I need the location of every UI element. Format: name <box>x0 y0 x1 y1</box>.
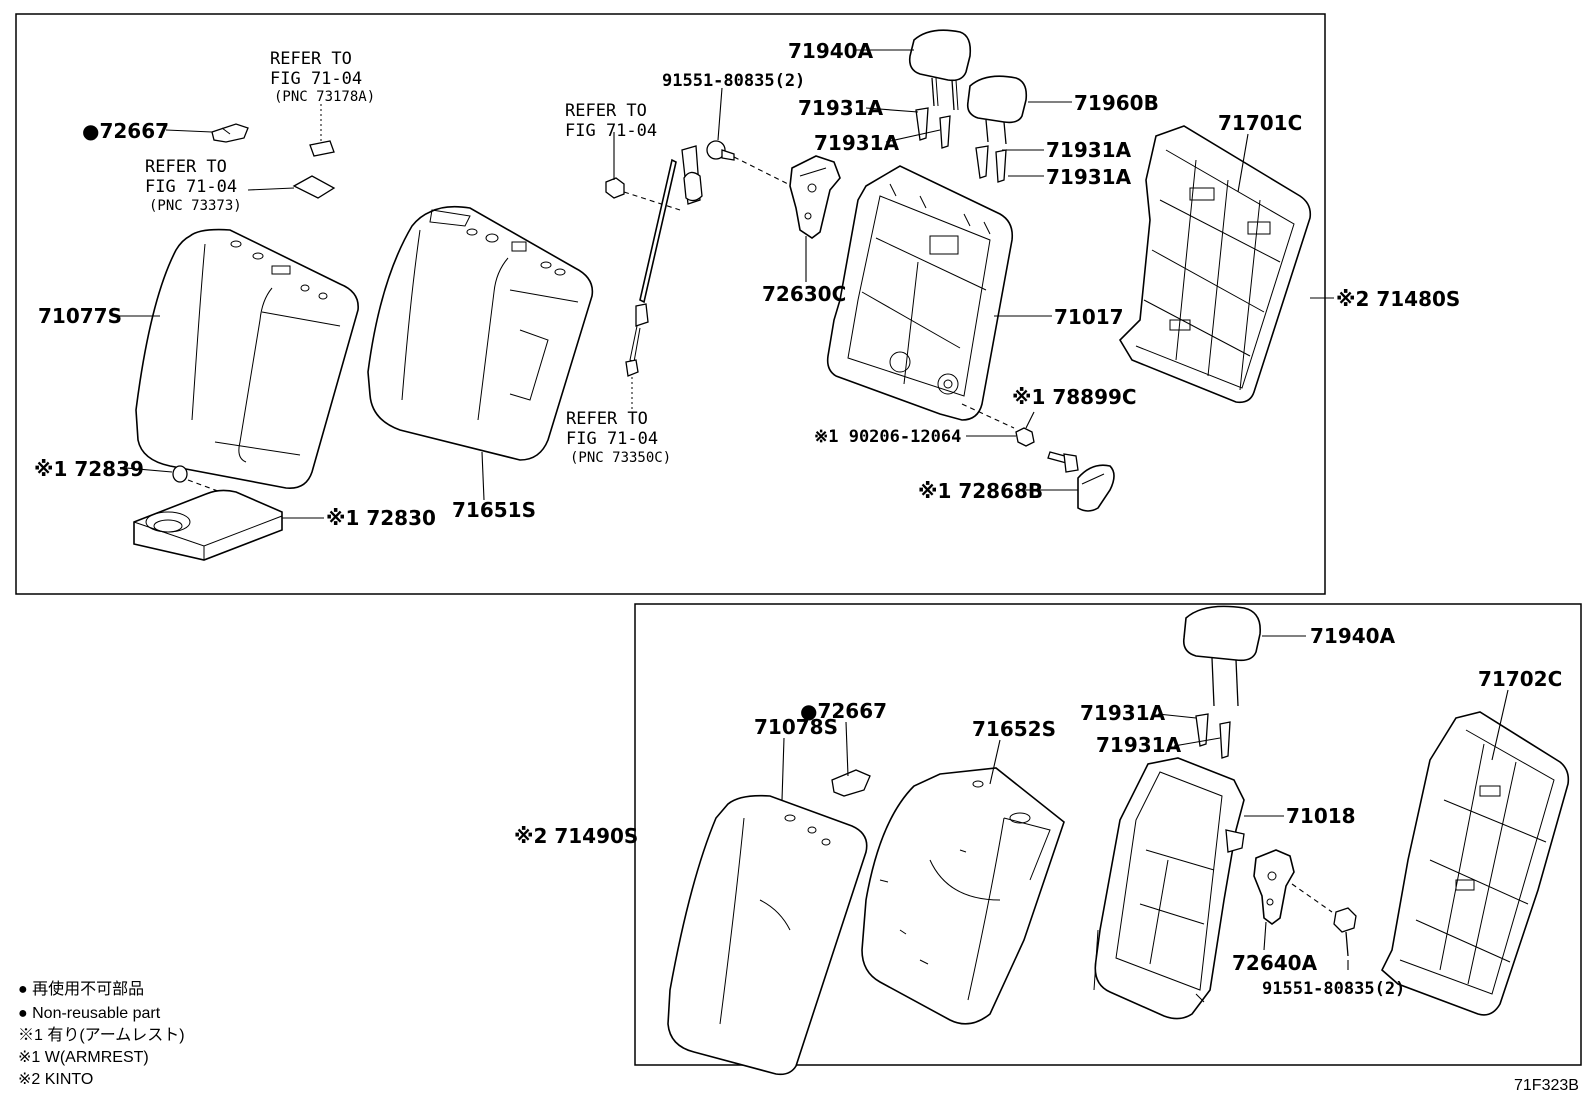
bracket-72640a-drawing <box>1253 849 1333 925</box>
clip-72667-bottom-drawing <box>831 769 871 797</box>
cover-72868b-drawing <box>1077 464 1115 512</box>
ref-tab-73178a-drawing <box>309 104 335 157</box>
bottom-leaders <box>626 635 1509 970</box>
label-78899c: ※1 78899C <box>1012 385 1137 409</box>
label-72667-top: ●72667 <box>82 119 169 143</box>
board-71701c-drawing <box>1118 125 1312 404</box>
seatback-cover-71077s-drawing <box>135 228 359 489</box>
svg-text:REFER TO: REFER TO <box>145 157 227 177</box>
svg-text:(PNC 73350C): (PNC 73350C) <box>570 450 671 466</box>
label-71931a-5: 71931A <box>1080 701 1166 725</box>
figure-code: 71F323B <box>1514 1077 1579 1094</box>
frame-71017-drawing <box>826 165 1015 429</box>
svg-text:FIG 71-04: FIG 71-04 <box>565 121 657 141</box>
board-71702c-drawing <box>1381 711 1570 1016</box>
label-71940a-bottom: 71940A <box>1310 624 1396 648</box>
guides-71931a-top-drawing <box>915 107 1007 183</box>
bolt-91551-bottom-drawing <box>1333 907 1357 957</box>
armrest-72830-drawing <box>133 489 283 561</box>
label-71702c: 71702C <box>1478 667 1562 691</box>
seatback-pad-71652s-drawing <box>861 767 1065 1025</box>
legend: ● 再使用不可部品 ● Non-reusable part ※1 有り(アームレ… <box>18 980 185 1088</box>
belt-anchor-drawing <box>625 145 703 410</box>
label-72640a: 72640A <box>1232 951 1318 975</box>
nut-72839-drawing <box>172 465 227 495</box>
svg-text:REFER TO: REFER TO <box>270 49 352 69</box>
bolt-78899c-drawing <box>1047 451 1079 473</box>
svg-text:(PNC 73178A): (PNC 73178A) <box>274 89 375 105</box>
label-72868b: ※1 72868B <box>918 479 1043 503</box>
label-71960b: 71960B <box>1074 91 1159 115</box>
legend-line-4: ※1 W(ARMREST) <box>18 1049 149 1066</box>
label-71931a-1: 71931A <box>798 96 884 120</box>
label-assembly-71480s: ※2 71480S <box>1336 287 1460 311</box>
label-91551-top: 91551-80835(2) <box>662 71 805 91</box>
label-71018: 71018 <box>1286 804 1356 828</box>
svg-text:FIG 71-04: FIG 71-04 <box>145 177 237 197</box>
label-71931a-3: 71931A <box>1046 138 1132 162</box>
svg-text:FIG 71-04: FIG 71-04 <box>566 429 658 449</box>
label-assembly-71490s: ※2 71490S <box>514 824 638 848</box>
label-71701c: 71701C <box>1218 111 1302 135</box>
legend-line-3: ※1 有り(アームレスト) <box>18 1026 185 1044</box>
label-72839: ※1 72839 <box>34 457 144 481</box>
clip-72667-top-drawing <box>211 123 249 143</box>
svg-text:REFER TO: REFER TO <box>565 101 647 121</box>
label-71077s: 71077S <box>38 304 122 328</box>
legend-line-5: ※2 KINTO <box>18 1071 93 1088</box>
guides-71931a-bottom-drawing <box>1195 713 1231 759</box>
svg-text:FIG 71-04: FIG 71-04 <box>270 69 362 89</box>
washer-90206-drawing <box>1015 427 1035 447</box>
label-71017: 71017 <box>1054 305 1124 329</box>
top-refer-note-4: REFER TO FIG 71-04 (PNC 73350C) <box>566 409 671 466</box>
label-71078s: 71078S <box>754 715 838 739</box>
top-refer-note-1: REFER TO FIG 71-04 (PNC 73178A) <box>270 49 375 105</box>
headrest-71940a-top-drawing <box>908 29 972 111</box>
bracket-72630c-drawing <box>789 155 841 239</box>
svg-text:(PNC 73373): (PNC 73373) <box>149 198 242 214</box>
ref-tab-73373-drawing <box>292 175 336 199</box>
label-71931a-2: 71931A <box>814 131 900 155</box>
label-71940a-top: 71940A <box>788 39 874 63</box>
label-91551-bottom: 91551-80835(2) <box>1262 979 1405 999</box>
top-refer-note-2: REFER TO FIG 71-04 (PNC 73373) <box>145 157 242 214</box>
label-72830: ※1 72830 <box>326 506 436 530</box>
headrest-71960b-drawing <box>966 75 1028 145</box>
legend-line-2: ● Non-reusable part <box>18 1005 161 1022</box>
bottom-panel-frame <box>634 603 1582 1066</box>
svg-text:REFER TO: REFER TO <box>566 409 648 429</box>
belt-nut-left-drawing <box>605 177 681 211</box>
label-71931a-6: 71931A <box>1096 733 1182 757</box>
seatback-cover-71078s-drawing <box>667 794 868 1076</box>
legend-line-1: ● 再使用不可部品 <box>18 980 144 998</box>
bolt-91551-top-drawing <box>706 140 793 187</box>
top-panel-frame <box>15 13 1326 595</box>
label-90206: ※1 90206-12064 <box>814 427 961 447</box>
label-71931a-4: 71931A <box>1046 165 1132 189</box>
top-refer-note-3: REFER TO FIG 71-04 <box>565 101 657 141</box>
label-71652s: 71652S <box>972 717 1056 741</box>
seatback-pad-71651s-drawing <box>367 205 594 461</box>
top-leaders <box>116 49 1334 519</box>
label-72667-bottom: ●72667 <box>800 699 887 723</box>
frame-71018-drawing <box>1093 757 1245 1020</box>
label-72630c: 72630C <box>762 282 846 306</box>
label-71651s: 71651S <box>452 498 536 522</box>
headrest-71940a-bottom-drawing <box>1182 605 1261 707</box>
